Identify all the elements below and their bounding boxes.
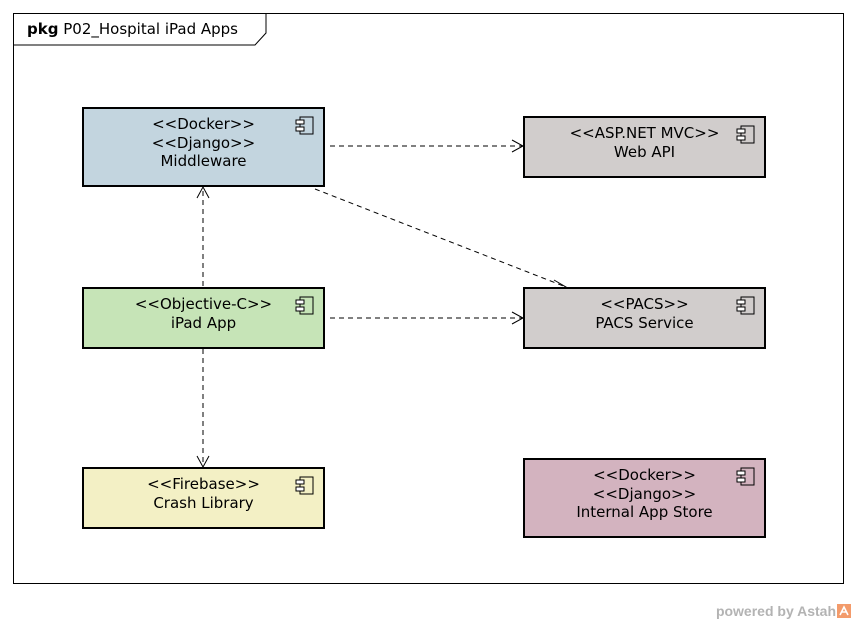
package-tab bbox=[13, 13, 267, 46]
component-stereotype: <<Objective-C>> bbox=[134, 295, 273, 313]
component-stereotype: <<Firebase>> bbox=[147, 475, 260, 493]
dependency-middleware-pacs bbox=[314, 188, 568, 291]
component-icon bbox=[295, 296, 314, 315]
component-ipad-app[interactable]: <<Objective-C>> iPad App bbox=[82, 287, 325, 349]
package-name: P02_Hospital iPad Apps bbox=[63, 20, 238, 38]
component-stereotype: <<Docker>> bbox=[593, 466, 696, 484]
component-icon bbox=[295, 476, 314, 495]
component-stereotype: <<ASP.NET MVC>> bbox=[569, 124, 720, 142]
component-icon bbox=[295, 116, 314, 135]
component-middleware[interactable]: <<Docker>> <<Django>> Middleware bbox=[82, 107, 325, 187]
component-stereotype: <<Django>> bbox=[592, 484, 697, 503]
package-keyword: pkg bbox=[27, 20, 59, 38]
component-name: PACS Service bbox=[595, 313, 694, 332]
watermark-text: powered by Astah bbox=[715, 603, 836, 619]
component-web-api[interactable]: <<ASP.NET MVC>> Web API bbox=[523, 116, 766, 178]
dependency-ipadapp-pacs bbox=[330, 311, 525, 325]
dependency-ipadapp-middleware bbox=[196, 185, 210, 286]
component-stereotype: <<PACS>> bbox=[600, 295, 689, 313]
component-icon bbox=[736, 467, 755, 486]
component-name: Web API bbox=[613, 142, 676, 161]
component-internal-app-store[interactable]: <<Docker>> <<Django>> Internal App Store bbox=[523, 458, 766, 538]
component-stereotype: <<Django>> bbox=[151, 133, 256, 152]
component-name: Crash Library bbox=[153, 493, 254, 512]
dependency-middleware-webapi bbox=[330, 139, 525, 153]
component-pacs-service[interactable]: <<PACS>> PACS Service bbox=[523, 287, 766, 349]
component-name: Middleware bbox=[160, 152, 247, 170]
component-name: Internal App Store bbox=[576, 503, 713, 521]
component-crash-library[interactable]: <<Firebase>> Crash Library bbox=[82, 467, 325, 529]
package-title: pkg P02_Hospital iPad Apps bbox=[27, 20, 238, 38]
watermark: powered by Astah bbox=[716, 603, 851, 619]
component-name: iPad App bbox=[170, 313, 237, 332]
component-stereotype: <<Docker>> bbox=[152, 115, 255, 133]
component-icon bbox=[736, 125, 755, 144]
component-icon bbox=[736, 296, 755, 315]
dependency-ipadapp-crashlibrary bbox=[196, 349, 210, 469]
astah-logo-icon bbox=[837, 604, 851, 618]
